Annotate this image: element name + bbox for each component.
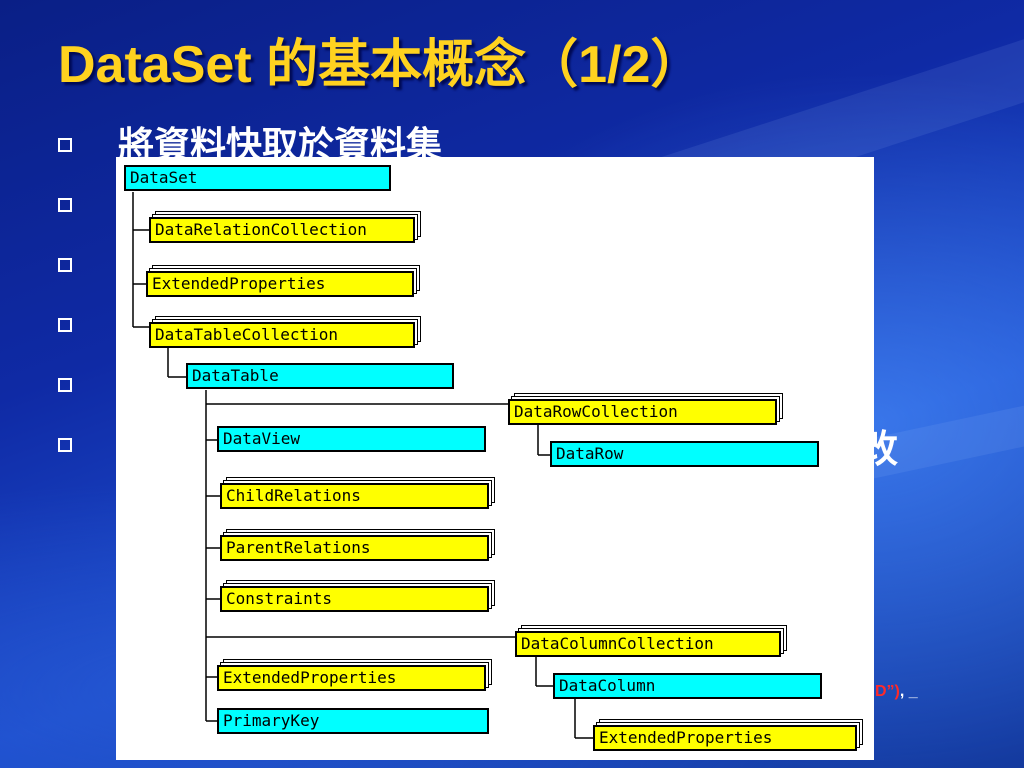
code-snippet-red: D”) bbox=[875, 683, 900, 700]
diagram-node-datarow: DataRow bbox=[550, 441, 819, 467]
diagram-node-datarelationcollection: DataRelationCollection bbox=[149, 217, 415, 243]
bullet-marker bbox=[58, 378, 72, 392]
diagram-node-primarykey: PrimaryKey bbox=[217, 708, 489, 734]
diagram-node-childrelations: ChildRelations bbox=[220, 483, 489, 509]
slide-title: DataSet 的基本概念（1/2） bbox=[58, 36, 703, 94]
code-snippet-plain: , _ bbox=[899, 683, 918, 700]
bullet-marker bbox=[58, 198, 72, 212]
bullet-marker bbox=[58, 138, 72, 152]
diagram-node-dataset: DataSet bbox=[124, 165, 391, 191]
bullet-marker bbox=[58, 258, 72, 272]
diagram-node-constraints: Constraints bbox=[220, 586, 489, 612]
diagram-node-datatable: DataTable bbox=[186, 363, 454, 389]
bullet-marker bbox=[58, 438, 72, 452]
diagram-node-dataview: DataView bbox=[217, 426, 486, 452]
diagram-node-datacolumncollection: DataColumnCollection bbox=[515, 631, 781, 657]
diagram-node-extendedproperties-1: ExtendedProperties bbox=[146, 271, 414, 297]
bullet-marker bbox=[58, 318, 72, 332]
code-snippet-tail: D”), _ bbox=[875, 683, 918, 701]
diagram-node-extendedproperties-3: ExtendedProperties bbox=[593, 725, 857, 751]
diagram-node-parentrelations: ParentRelations bbox=[220, 535, 489, 561]
diagram-node-datacolumn: DataColumn bbox=[553, 673, 822, 699]
diagram-node-extendedproperties-2: ExtendedProperties bbox=[217, 665, 486, 691]
connector-lines bbox=[132, 192, 593, 739]
diagram-node-datatablecollection: DataTableCollection bbox=[149, 322, 415, 348]
diagram-node-datarowcollection: DataRowCollection bbox=[508, 399, 777, 425]
